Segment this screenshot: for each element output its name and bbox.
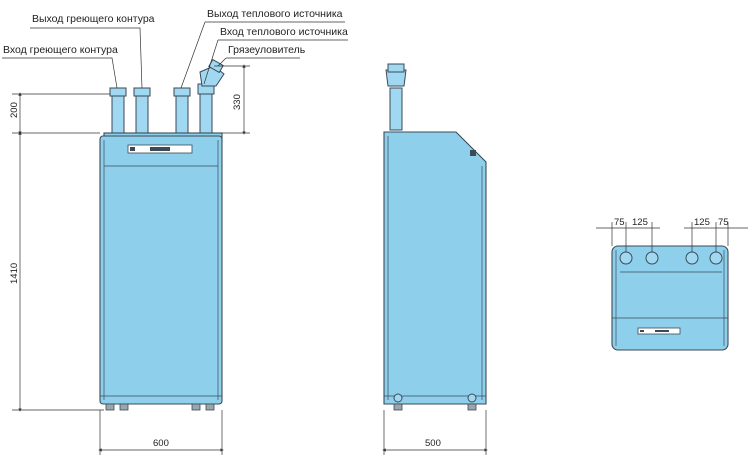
dim-125-left: 125: [632, 217, 648, 228]
dim-600: 600: [153, 438, 169, 449]
dim-left: [12, 92, 110, 412]
pipe-heating-out: [133, 87, 151, 135]
pipe-source-out: [173, 87, 191, 135]
dim-1410: 1410: [9, 263, 20, 284]
port-source-out: [685, 251, 699, 265]
foot: [105, 403, 115, 411]
dim-330-lines: [214, 64, 250, 135]
dim-500: 500: [425, 438, 441, 449]
foot: [191, 403, 201, 411]
label-source-out: Выход теплового источника: [207, 8, 343, 20]
label-heating-out: Выход греющего контура: [32, 13, 155, 25]
side-view: [383, 63, 487, 411]
callouts: [2, 21, 348, 89]
label-source-in: Вход теплового источника: [220, 26, 348, 38]
port-source-in: [709, 251, 723, 265]
front-view: [99, 58, 225, 411]
top-view: [611, 245, 729, 351]
dim-330: 330: [232, 94, 243, 110]
foot: [205, 403, 215, 411]
port-heating-out: [645, 251, 659, 265]
dim-75-right: 75: [718, 217, 729, 228]
label-heating-in: Вход греющего контура: [3, 44, 118, 56]
dim-500-lines: [382, 410, 488, 455]
label-strainer: Грязеуловитель: [228, 44, 306, 56]
wheel: [467, 393, 477, 403]
side-body: [383, 131, 487, 405]
dim-200: 200: [9, 102, 20, 118]
front-body: [99, 135, 223, 405]
port-heating-in: [619, 251, 633, 265]
pipe-heating-in: [109, 87, 127, 135]
dim-top-lines: [596, 222, 748, 252]
foot: [119, 403, 129, 411]
dim-125-right: 125: [694, 217, 710, 228]
dim-600-lines: [98, 410, 224, 455]
wheel: [393, 393, 403, 403]
strainer-icon: [197, 58, 225, 135]
dim-75-left: 75: [614, 217, 625, 228]
